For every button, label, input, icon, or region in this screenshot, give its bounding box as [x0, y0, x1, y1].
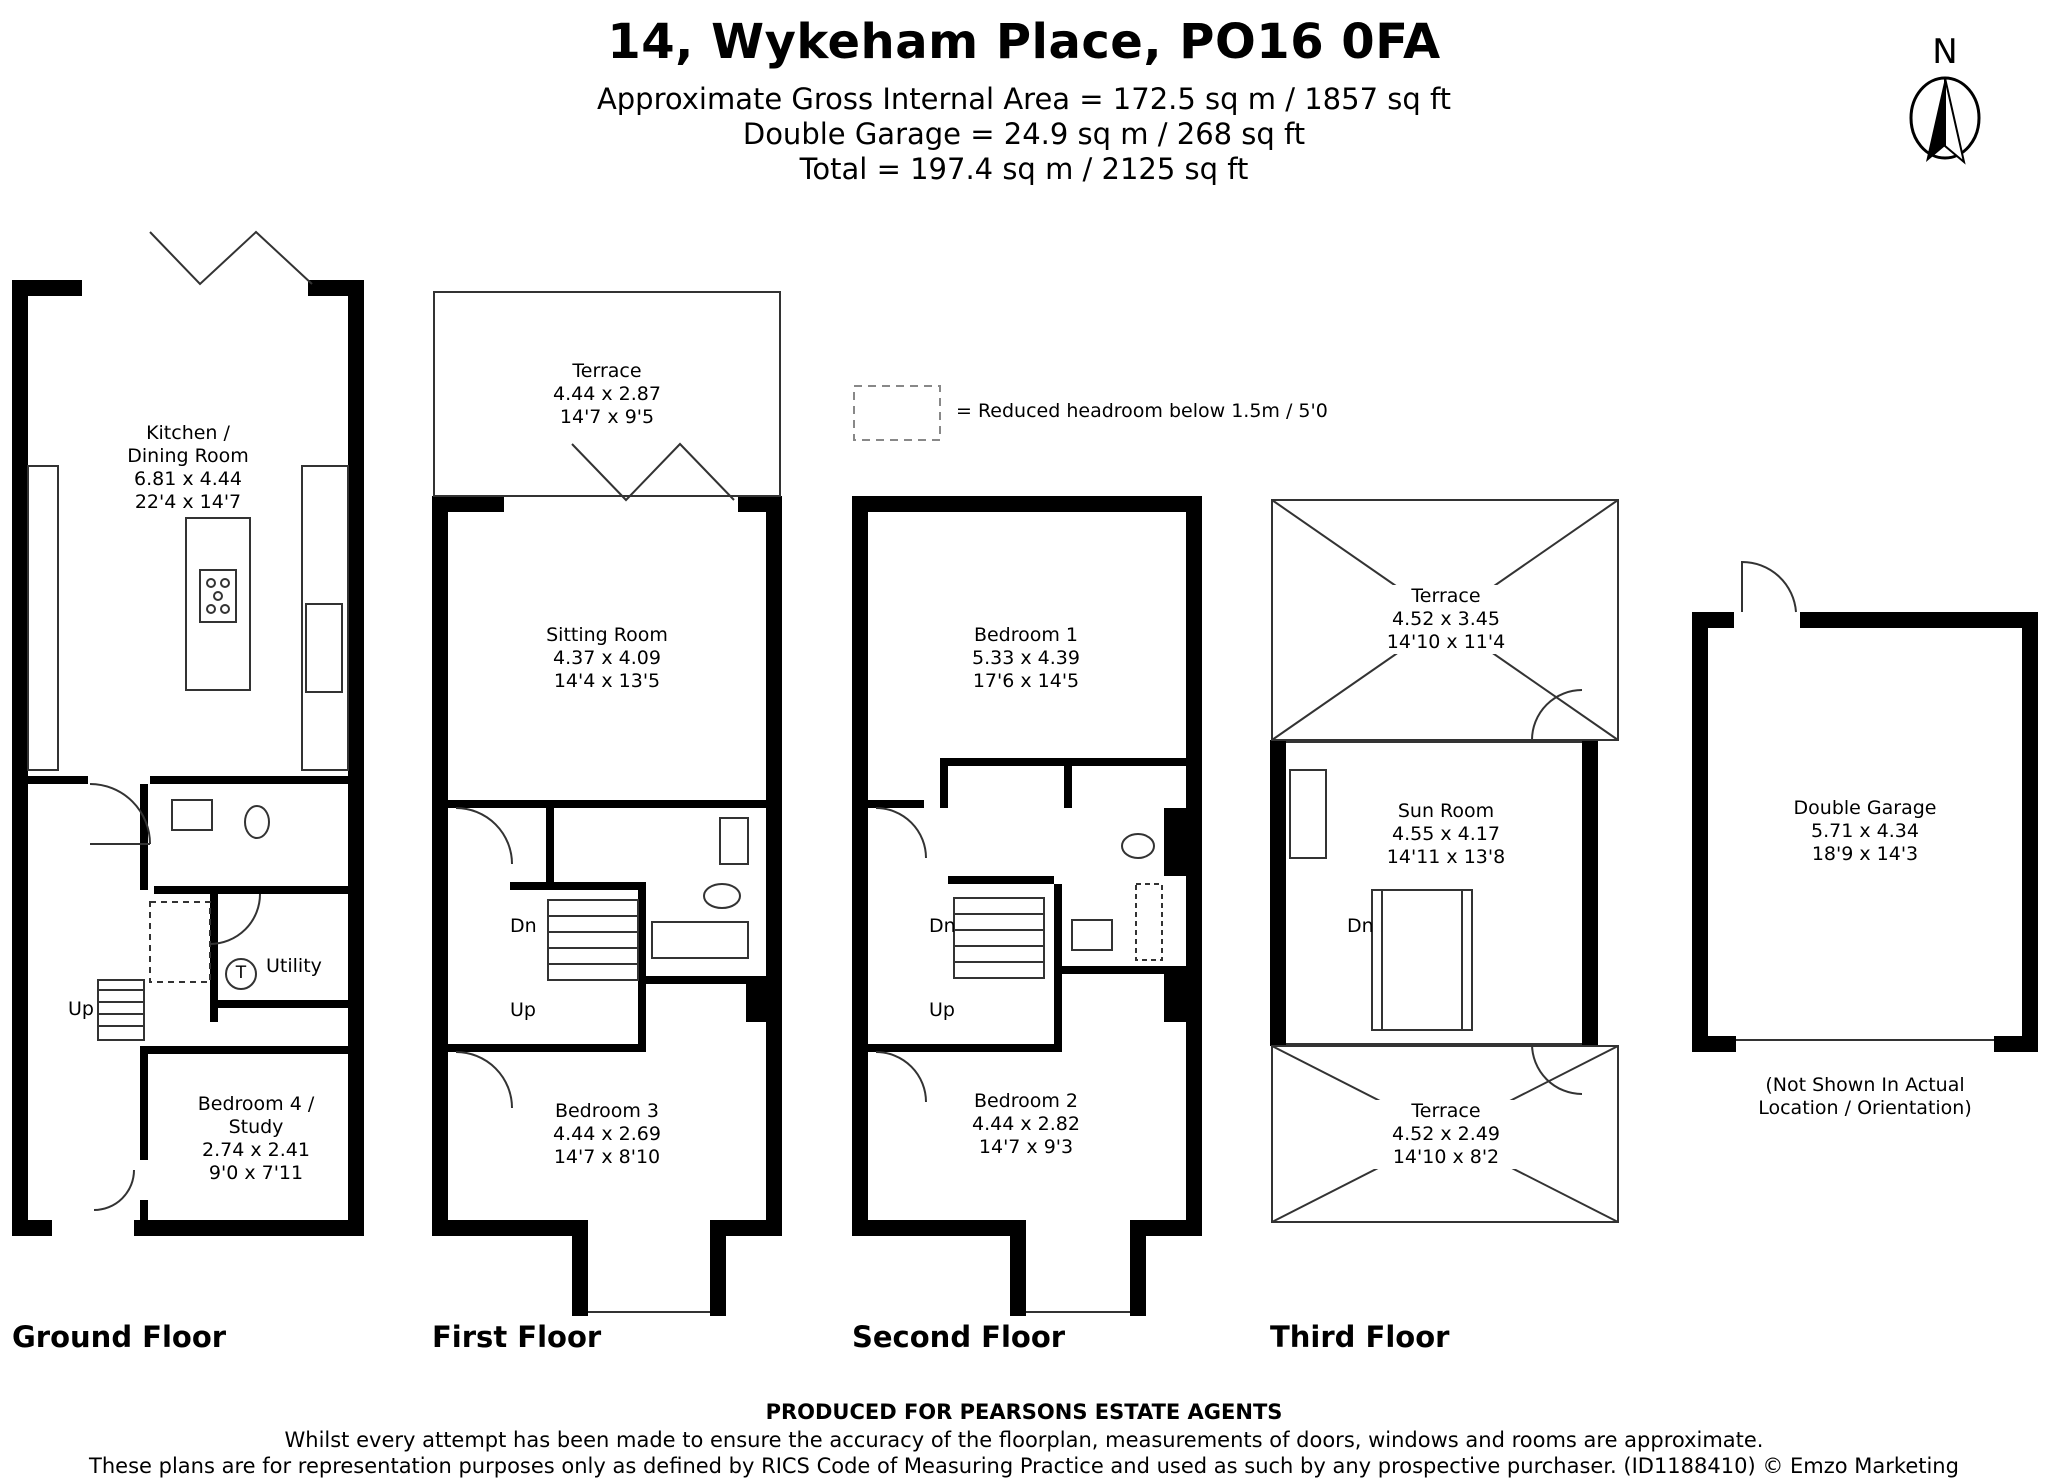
- tank-label: T: [235, 963, 247, 983]
- third-floor-walls: [1270, 740, 1598, 1046]
- room-imperial: 14'11 x 13'8: [1386, 846, 1506, 868]
- room-name: Bedroom 2: [973, 1090, 1079, 1112]
- reduced-headroom-legend-icon: [853, 385, 941, 441]
- room-utility: Utility: [266, 955, 322, 977]
- third-floor-label: Third Floor: [1270, 1320, 1450, 1354]
- room-sun-room: Sun Room 4.55 x 4.17 14'11 x 13'8: [1366, 800, 1526, 869]
- room-bedroom3: Bedroom 3 4.44 x 2.69 14'7 x 8'10: [527, 1100, 687, 1169]
- north-arrow-icon: [1909, 76, 1981, 165]
- room-metric: 5.71 x 4.34: [1811, 820, 1919, 842]
- room-name: Double Garage: [1793, 797, 1937, 819]
- room-sitting: Sitting Room 4.37 x 4.09 14'4 x 13'5: [527, 624, 687, 693]
- room-name: Bedroom 4 /: [197, 1093, 315, 1115]
- room-name: Dining Room: [127, 445, 249, 467]
- room-metric: 6.81 x 4.44: [134, 468, 242, 490]
- room-terrace-top: Terrace 4.52 x 3.45 14'10 x 11'4: [1366, 585, 1526, 654]
- room-terrace-bottom: Terrace 4.52 x 2.49 14'10 x 8'2: [1366, 1100, 1526, 1169]
- room-terrace-first: Terrace 4.44 x 2.87 14'7 x 9'5: [527, 360, 687, 429]
- room-metric: 4.37 x 4.09: [553, 647, 661, 669]
- garage-area: Double Garage = 24.9 sq m / 268 sq ft: [742, 117, 1306, 151]
- stairs-up-label: Up: [510, 999, 536, 1021]
- room-imperial: 14'10 x 8'2: [1392, 1146, 1500, 1168]
- disclaimer-line-1: Whilst every attempt has been made to en…: [284, 1428, 1764, 1452]
- note-line: Location / Orientation): [1758, 1097, 1972, 1119]
- ground-floor-fixtures: [27, 230, 349, 1211]
- second-floor-walls: [852, 496, 1202, 1316]
- room-imperial: 9'0 x 7'11: [208, 1162, 304, 1184]
- garage-location-note: (Not Shown In Actual Location / Orientat…: [1745, 1074, 1985, 1120]
- room-metric: 4.44 x 2.87: [553, 383, 661, 405]
- room-metric: 4.52 x 3.45: [1392, 608, 1500, 630]
- north-label: N: [1932, 32, 1958, 72]
- room-imperial: 18'9 x 14'3: [1811, 843, 1919, 865]
- first-floor-label: First Floor: [432, 1320, 602, 1354]
- room-metric: 5.33 x 4.39: [972, 647, 1080, 669]
- room-name: Terrace: [1411, 1100, 1481, 1122]
- garage-walls: [1692, 612, 2038, 1052]
- room-imperial: 14'7 x 8'10: [553, 1146, 661, 1168]
- room-imperial: 14'4 x 13'5: [553, 670, 661, 692]
- room-name: Bedroom 3: [554, 1100, 660, 1122]
- second-floor-fixtures: [875, 807, 1163, 1313]
- note-line: (Not Shown In Actual: [1765, 1074, 1965, 1096]
- room-kitchen-dining: Kitchen / Dining Room 6.81 x 4.44 22'4 x…: [108, 422, 268, 514]
- stairs-dn-label: Dn: [510, 915, 537, 937]
- stairs-up-label: Up: [68, 998, 94, 1020]
- garage-fixtures: [1736, 560, 1994, 1041]
- room-name: Sun Room: [1397, 800, 1495, 822]
- room-name: Bedroom 1: [973, 624, 1079, 646]
- first-floor-walls: [432, 496, 782, 1316]
- room-name: Terrace: [572, 360, 642, 382]
- room-metric: 4.44 x 2.69: [553, 1123, 661, 1145]
- room-name: Study: [228, 1116, 284, 1138]
- reduced-headroom-legend: = Reduced headroom below 1.5m / 5'0: [956, 400, 1328, 422]
- second-floor-label: Second Floor: [852, 1320, 1066, 1354]
- first-floor-fixtures: [433, 291, 781, 1313]
- room-imperial: 14'10 x 11'4: [1386, 631, 1506, 653]
- room-name: Kitchen /: [146, 422, 230, 444]
- room-bedroom2: Bedroom 2 4.44 x 2.82 14'7 x 9'3: [946, 1090, 1106, 1159]
- producer-line: PRODUCED FOR PEARSONS ESTATE AGENTS: [765, 1400, 1283, 1424]
- total-area: Total = 197.4 sq m / 2125 sq ft: [799, 152, 1249, 186]
- stairs-dn-label: Dn: [1347, 915, 1374, 937]
- room-double-garage: Double Garage 5.71 x 4.34 18'9 x 14'3: [1785, 797, 1945, 866]
- room-metric: 4.55 x 4.17: [1392, 823, 1500, 845]
- ground-floor-walls: [12, 280, 364, 1236]
- room-metric: 4.44 x 2.82: [972, 1113, 1080, 1135]
- stairs-dn-label: Dn: [929, 915, 956, 937]
- room-metric: 2.74 x 2.41: [202, 1139, 310, 1161]
- room-bedroom1: Bedroom 1 5.33 x 4.39 17'6 x 14'5: [946, 624, 1106, 693]
- stairs-up-label: Up: [929, 999, 955, 1021]
- room-imperial: 14'7 x 9'3: [978, 1136, 1074, 1158]
- disclaimer-line-2: These plans are for representation purpo…: [89, 1454, 1959, 1478]
- room-name: Terrace: [1411, 585, 1481, 607]
- room-bedroom4-study: Bedroom 4 / Study 2.74 x 2.41 9'0 x 7'11: [176, 1093, 336, 1185]
- plan-title: 14, Wykeham Place, PO16 0FA: [607, 14, 1441, 70]
- room-imperial: 17'6 x 14'5: [972, 670, 1080, 692]
- ground-floor-label: Ground Floor: [12, 1320, 227, 1354]
- gross-internal-area: Approximate Gross Internal Area = 172.5 …: [596, 82, 1452, 116]
- room-name: Sitting Room: [546, 624, 668, 646]
- room-imperial: 22'4 x 14'7: [134, 491, 242, 513]
- room-metric: 4.52 x 2.49: [1392, 1123, 1500, 1145]
- room-imperial: 14'7 x 9'5: [559, 406, 655, 428]
